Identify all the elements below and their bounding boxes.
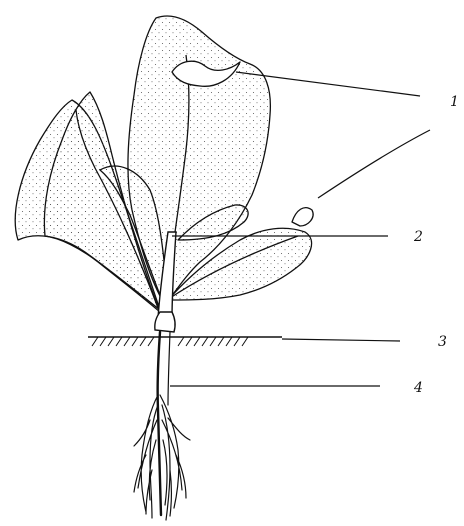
label-2: 2: [413, 229, 423, 245]
label-4: 4: [413, 380, 423, 396]
leader-line-upper-right: [318, 130, 430, 198]
leader-line-3: [282, 339, 400, 341]
taproot: [158, 332, 161, 515]
label-1: 1: [450, 94, 459, 110]
label-3: 3: [438, 334, 447, 350]
soil-surface: [88, 337, 282, 346]
callout-labels: 1 2 3 4: [413, 94, 459, 396]
taproot-outline: [168, 332, 170, 405]
stem-base: [155, 312, 175, 332]
root-system: [134, 332, 190, 520]
lateral-roots: [134, 395, 190, 520]
right-leaf-curl: [292, 208, 313, 226]
